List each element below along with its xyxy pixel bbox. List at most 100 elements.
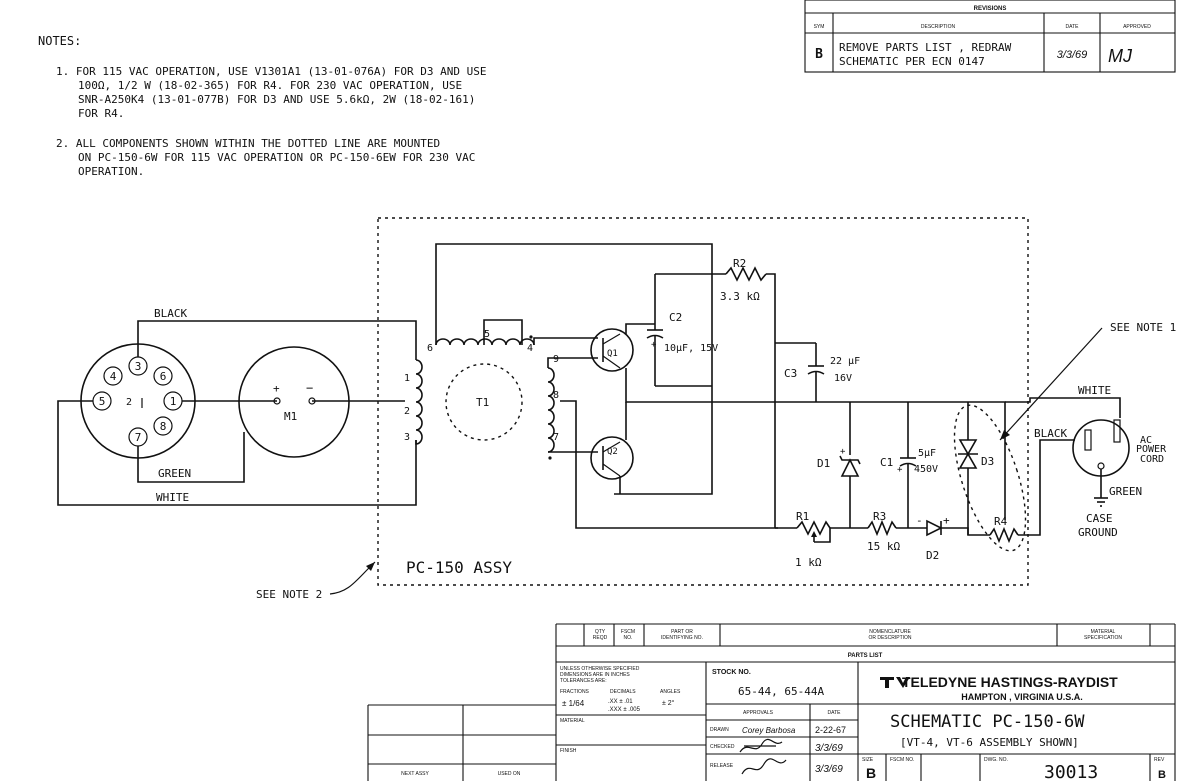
revisions-title: REVISIONS xyxy=(974,6,1007,12)
c1-label: C1 xyxy=(880,456,893,469)
parts-list: QTY REQD FSCM NO. PART OR IDENTIFYING NO… xyxy=(555,623,1175,781)
release-signature xyxy=(741,758,787,775)
company-location: HAMPTON , VIRGINIA U.S.A. xyxy=(961,692,1083,702)
connector-pin-3: 3 xyxy=(135,360,142,373)
parts-col-part-2: IDENTIFYING NO. xyxy=(661,635,703,641)
title-block: UNLESS OTHERWISE SPECIFIED DIMENSIONS AR… xyxy=(367,624,1176,781)
tolerances-line-2: DIMENSIONS ARE IN INCHES xyxy=(560,672,630,678)
svg-text:-: - xyxy=(916,514,923,527)
stock-value: 65-44, 65-44A xyxy=(738,685,824,698)
release-label: RELEASE xyxy=(710,763,734,769)
transistor-q2: Q2 xyxy=(590,436,634,480)
r3-label: R3 xyxy=(873,510,886,523)
note-2-line-3: OPERATION. xyxy=(78,165,144,178)
meter-plus: + xyxy=(273,382,280,395)
wire-white-label: WHITE xyxy=(156,491,189,504)
wire-green-label: GREEN xyxy=(158,467,191,480)
decimals-value-1: .XX ± .01 xyxy=(608,699,633,705)
wire-black-label: BLACK xyxy=(154,307,187,320)
wire-q1-c2 xyxy=(625,323,655,334)
note-1-line-2: 100Ω, 1/2 W (18-02-365) FOR R4. FOR 230 … xyxy=(78,79,462,92)
finish-label: FINISH xyxy=(560,748,577,754)
revisions-frame xyxy=(804,0,1176,73)
rev-label: REV xyxy=(1154,757,1165,763)
transformer-t1: T1 1 2 3 6 5 4 9 8 7 xyxy=(404,329,559,460)
rev-col-description: DESCRIPTION xyxy=(921,24,956,30)
parts-list-title: PARTS LIST xyxy=(848,653,883,659)
svg-text:+: + xyxy=(943,514,950,527)
ac-cord-line-1: AC xyxy=(1140,435,1152,446)
angles-value: ± 2° xyxy=(662,699,675,707)
case-ground-line-1: CASE xyxy=(1086,512,1113,525)
wire-t1-pin6 xyxy=(435,243,713,495)
connector-8-pin: 1 2 3 4 5 6 7 8 xyxy=(80,343,196,459)
rev-col-approved: APPROVED xyxy=(1123,24,1151,30)
wire-white xyxy=(57,400,417,506)
r2-value: 3.3 kΩ xyxy=(720,290,760,303)
release-date: 3/3/69 xyxy=(815,764,843,775)
connector-pin-5: 5 xyxy=(99,395,106,408)
c2-label: C2 xyxy=(669,311,682,324)
checked-label: CHECKED xyxy=(710,744,735,750)
ac-power-plug: AC POWER CORD xyxy=(1072,419,1167,477)
t1-pin-3: 3 xyxy=(404,432,410,443)
c1-value-1: 5µF xyxy=(918,448,936,459)
rev-value: B xyxy=(1158,769,1166,781)
size-label: SIZE xyxy=(862,757,874,763)
d1-label: D1 xyxy=(817,457,830,470)
wire-t1-pin8-bus xyxy=(560,400,778,529)
q2-label: Q2 xyxy=(607,447,618,457)
svg-text:+: + xyxy=(651,340,657,350)
svg-text:+: + xyxy=(897,465,903,475)
rev-letter: B xyxy=(815,47,823,62)
parts-col-material-1: MATERIAL xyxy=(1091,629,1116,635)
checked-date: 3/3/69 xyxy=(815,743,843,754)
r1-label: R1 xyxy=(796,510,809,523)
wire-r2-bus xyxy=(766,273,776,528)
decimals-label: DECIMALS xyxy=(610,689,636,695)
connector-pin-8: 8 xyxy=(160,420,167,433)
connector-pin-4: 4 xyxy=(110,370,117,383)
t1-pin-1: 1 xyxy=(404,373,410,384)
parts-col-nomenclature-2: OR DESCRIPTION xyxy=(868,635,911,641)
revisions-table: REVISIONS SYM DESCRIPTION DATE APPROVED … xyxy=(804,0,1176,73)
zener-d1: + D1 xyxy=(817,402,861,528)
resistor-r4: R4 xyxy=(989,515,1019,544)
c3-value-2: 16V xyxy=(834,373,852,384)
c3-label: C3 xyxy=(784,367,797,380)
parts-col-qty-1: QTY xyxy=(595,629,606,635)
used-on-label: USED ON xyxy=(498,771,521,777)
r3-value: 15 kΩ xyxy=(867,540,900,553)
note-1-line-1: 1. FOR 115 VAC OPERATION, USE V1301A1 (1… xyxy=(56,65,486,78)
tolerances-line-3: TOLERANCES ARE: xyxy=(560,678,607,684)
parts-col-material-2: SPECIFICATION xyxy=(1084,635,1122,641)
parts-col-nomenclature-1: NOMENCLATURE xyxy=(869,629,911,635)
wire-black-right-label: BLACK xyxy=(1034,427,1067,440)
drawing-number: 30013 xyxy=(1044,762,1098,781)
meter-label: M1 xyxy=(284,410,297,423)
r1-value: 1 kΩ xyxy=(795,556,822,569)
rev-description-1: REMOVE PARTS LIST , REDRAW xyxy=(839,41,1012,54)
note-1-line-3: SNR-A250K4 (13-01-077B) FOR D3 AND USE 5… xyxy=(78,93,475,106)
wire-green-right-label: GREEN xyxy=(1109,485,1142,498)
t1-pin-9: 9 xyxy=(553,354,559,365)
connector-pin-1: 1 xyxy=(170,395,177,408)
transistor-q1: Q1 xyxy=(590,328,634,372)
see-note-1-leader xyxy=(999,327,1103,441)
t1-pin-6: 6 xyxy=(427,343,433,354)
decimals-value-2: .XXX ± .005 xyxy=(608,707,641,713)
company-name: TELEDYNE HASTINGS-RAYDIST xyxy=(902,674,1118,690)
transformer-label: T1 xyxy=(476,396,489,409)
connector-pin-6: 6 xyxy=(160,370,167,383)
notes-heading: NOTES: xyxy=(38,34,81,48)
stock-label: STOCK NO. xyxy=(712,669,751,676)
ac-cord-line-2: POWER xyxy=(1136,444,1167,455)
fractions-value: ± 1/64 xyxy=(562,699,585,708)
r4-label: R4 xyxy=(994,515,1008,528)
rev-description-2: SCHEMATIC PER ECN 0147 xyxy=(839,55,985,68)
checked-signature xyxy=(739,738,783,753)
wire-green xyxy=(137,432,245,483)
varistor-d3: D3 xyxy=(958,402,994,535)
ac-cord-line-3: CORD xyxy=(1140,454,1164,465)
